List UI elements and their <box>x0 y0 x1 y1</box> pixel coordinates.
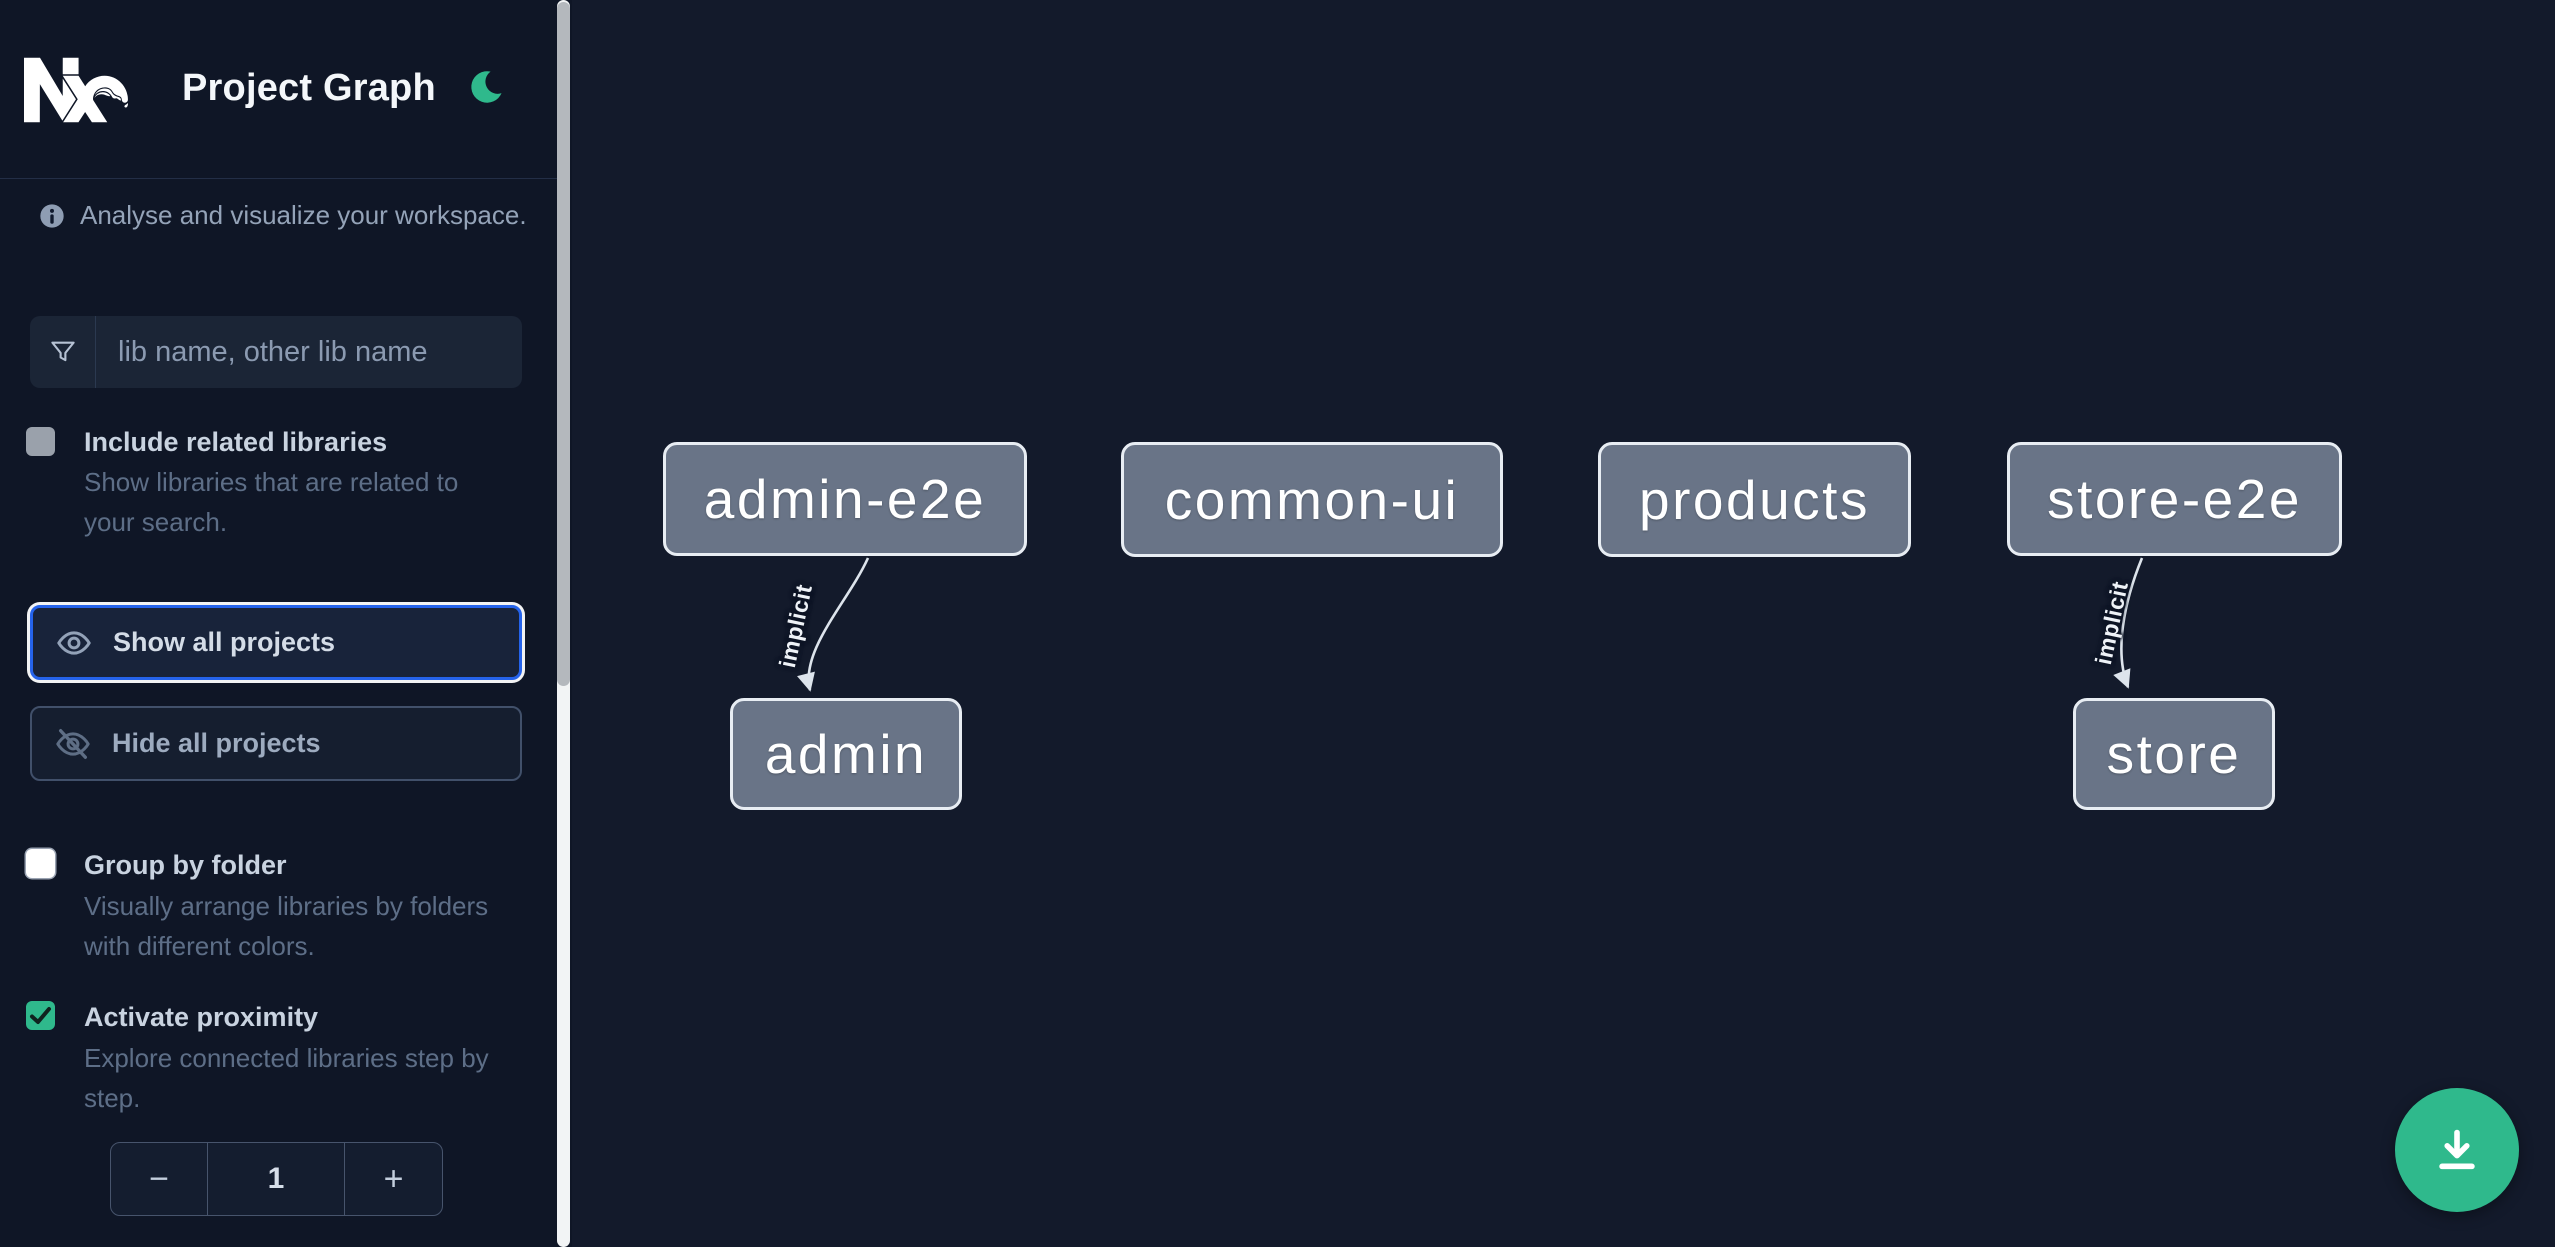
group-by-folder-label: Group by folder <box>84 850 287 880</box>
include-related-description: Show libraries that are related to your … <box>84 467 459 537</box>
proximity-depth-value: 1 <box>267 1162 285 1195</box>
show-all-projects-label: Show all projects <box>113 627 336 657</box>
activate-proximity-checkbox[interactable] <box>26 1001 55 1030</box>
funnel-icon <box>30 316 96 388</box>
graph-canvas[interactable] <box>572 0 2555 1247</box>
graph-node-products[interactable]: products <box>1598 442 1911 557</box>
group-by-folder-description: Visually arrange libraries by folders wi… <box>84 891 489 961</box>
eye-icon <box>57 630 91 655</box>
graph-node-admin[interactable]: admin <box>730 698 962 810</box>
graph-node-store-e2e[interactable]: store-e2e <box>2007 442 2342 556</box>
save-image-fab[interactable] <box>2395 1088 2519 1212</box>
hide-all-projects-button[interactable]: Hide all projects <box>30 706 522 781</box>
show-all-projects-button[interactable]: Show all projects <box>30 605 522 680</box>
eye-off-icon <box>56 728 90 759</box>
nx-logo <box>24 57 128 123</box>
graph-node-common-ui[interactable]: common-ui <box>1121 442 1503 557</box>
sidebar-header: Project Graph <box>0 0 557 179</box>
proximity-depth-stepper: − 1 + <box>110 1142 443 1216</box>
include-related-checkbox[interactable] <box>26 427 55 456</box>
plus-icon: + <box>383 1160 404 1198</box>
moon-icon[interactable] <box>466 66 508 108</box>
decrement-button[interactable]: − <box>111 1143 208 1215</box>
activate-proximity-description: Explore connected libraries step by step… <box>84 1043 489 1113</box>
filter-box <box>30 316 522 388</box>
minus-icon: − <box>149 1160 169 1198</box>
check-icon <box>30 1007 51 1024</box>
info-icon <box>40 203 64 228</box>
tagline-text: Analyse and visualize your workspace. <box>80 200 527 230</box>
activate-proximity-label: Activate proximity <box>84 1002 319 1032</box>
sidebar-scrollbar-thumb[interactable] <box>557 2 570 686</box>
hide-all-projects-label: Hide all projects <box>112 728 321 758</box>
include-related-label: Include related libraries <box>84 427 388 457</box>
graph-node-store[interactable]: store <box>2073 698 2275 810</box>
download-icon <box>2439 1129 2475 1170</box>
increment-button[interactable]: + <box>344 1143 442 1215</box>
tagline-row: Analyse and visualize your workspace. <box>38 200 527 231</box>
page-title: Project Graph <box>182 67 436 109</box>
filter-input[interactable] <box>96 316 522 388</box>
group-by-folder-checkbox[interactable] <box>26 849 55 878</box>
graph-node-admin-e2e[interactable]: admin-e2e <box>663 442 1027 556</box>
sidebar: Project Graph Analyse and visualize your… <box>0 0 572 1247</box>
